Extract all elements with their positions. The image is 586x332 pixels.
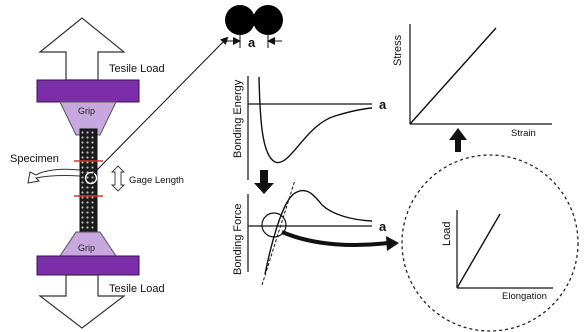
- load-elongation-line: [456, 213, 501, 289]
- top-grip: [59, 101, 117, 136]
- tensile-load-bottom-label: Tesile Load: [109, 283, 165, 295]
- bonding-energy-plot: Bonding Energy a: [232, 76, 387, 180]
- stress-label: Stress: [392, 34, 404, 66]
- force-curve: [264, 189, 373, 275]
- bonding-force-plot: Bonding Force a: [232, 179, 387, 286]
- energy-curve: [258, 76, 373, 164]
- specimen-label: Specimen: [10, 153, 59, 165]
- energy-axis-a-label: a: [379, 97, 387, 112]
- tensile-load-top-arrow: [38, 17, 126, 81]
- atom-left: [225, 5, 255, 35]
- load-to-stress-arrow: [449, 128, 467, 152]
- top-grip-plate: [36, 79, 140, 103]
- bottom-grip-plate: [36, 255, 140, 276]
- load-label: Load: [441, 222, 453, 246]
- energy-to-force-arrow: [254, 170, 274, 194]
- tensile-load-top-label: Tesile Load: [109, 63, 165, 75]
- force-zoom-circle: [261, 212, 287, 238]
- atom-spacing-label: a: [248, 35, 256, 50]
- bonding-energy-label: Bonding Energy: [232, 79, 244, 158]
- specimen-focus-circle: [84, 171, 98, 185]
- force-axis-a-label: a: [379, 219, 387, 234]
- gage-length-label: Gage Length: [129, 175, 184, 186]
- stress-strain-line: [409, 27, 497, 125]
- grip-bottom-label: Grip: [78, 243, 95, 253]
- bonding-force-label: Bonding Force: [232, 203, 244, 275]
- specimen: [79, 128, 98, 241]
- gage-length-arrow: [110, 165, 126, 192]
- tensile-machine: Tesile Load Grip Grip Tesile Load Specim…: [10, 17, 184, 329]
- elongation-label: Elongation: [502, 291, 547, 302]
- atom-right: [253, 5, 283, 35]
- tensile-load-bottom-arrow: [38, 274, 126, 329]
- force-to-load-arrow: [281, 230, 389, 247]
- stress-strain-plot: Stress Strain: [392, 24, 552, 139]
- load-elongation-plot: Load Elongation: [401, 154, 579, 332]
- force-tangent-line: [261, 179, 296, 286]
- specimen-pointer-arrow: [27, 168, 81, 184]
- zoom-dashed-circle: [401, 154, 579, 332]
- zoom-line: [92, 36, 229, 175]
- strain-label: Strain: [511, 128, 536, 139]
- grip-top-label: Grip: [78, 106, 95, 116]
- atom-pair: a: [225, 5, 283, 50]
